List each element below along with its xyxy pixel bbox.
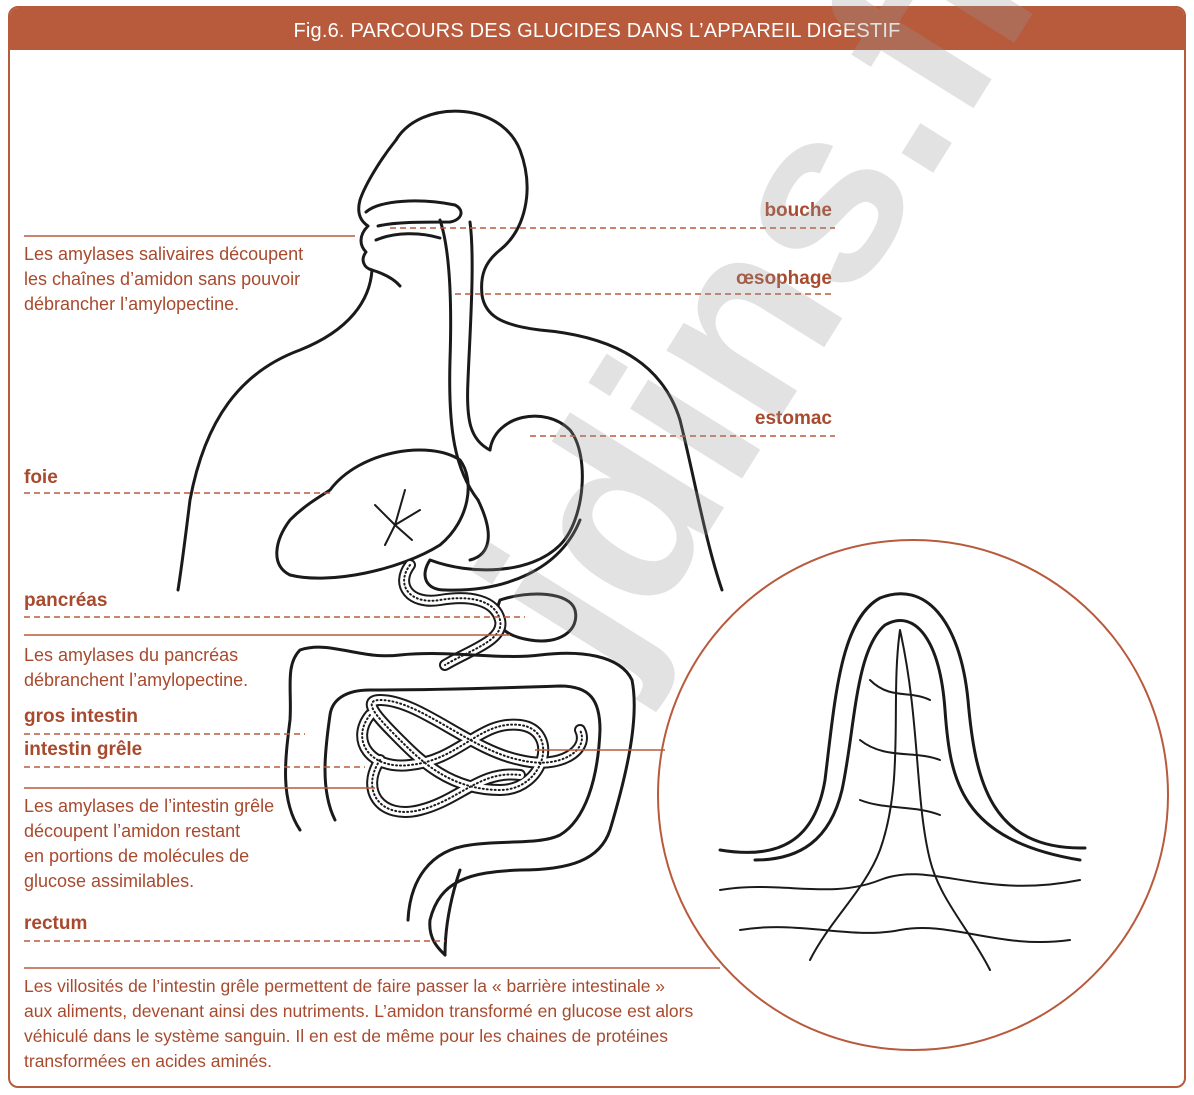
note-villosites: Les villosités de l’intestin grêle perme… [24, 974, 784, 1074]
note-villosites-line: véhiculé dans le système sanguin. Il en … [24, 1024, 784, 1049]
note-intestine-line: découpent l’amidon restant [24, 819, 274, 844]
label-estomac: estomac [700, 408, 832, 430]
label-rectum: rectum [24, 913, 87, 935]
note-salivary-line: les chaînes d’amidon sans pouvoir [24, 267, 303, 292]
liver [277, 450, 468, 578]
left-shoulder [178, 270, 372, 590]
esophagus-right [468, 222, 490, 450]
note-villosites-line: transformées en acides aminés. [24, 1049, 784, 1074]
head-outline [396, 111, 527, 295]
note-salivary: Les amylases salivaires découpent les ch… [24, 242, 303, 317]
label-intestin-grele: intestin grêle [24, 739, 142, 761]
note-intestine-line: Les amylases de l’intestin grêle [24, 794, 274, 819]
note-salivary-line: débrancher l’amylopectine. [24, 292, 303, 317]
note-pancreas: Les amylases du pancréas débranchent l’a… [24, 643, 248, 693]
note-intestine-line: en portions de molécules de [24, 844, 274, 869]
nasal-cavity [366, 201, 461, 226]
stomach [425, 416, 582, 590]
label-pancreas: pancréas [24, 590, 107, 612]
label-foie: foie [24, 467, 58, 489]
label-oesophage: œsophage [700, 268, 832, 290]
tongue [376, 234, 440, 240]
villus-outer [720, 594, 1085, 853]
note-salivary-line: Les amylases salivaires découpent [24, 242, 303, 267]
right-shoulder [482, 295, 722, 590]
stomach-inner [470, 500, 488, 560]
villus-inner [755, 621, 1080, 860]
label-bouche: bouche [700, 200, 832, 222]
note-villosites-line: aux aliments, devenant ainsi des nutrime… [24, 999, 784, 1024]
note-villosites-line: Les villosités de l’intestin grêle perme… [24, 974, 784, 999]
villus-vessels-base [720, 874, 1080, 942]
note-intestine: Les amylases de l’intestin grêle découpe… [24, 794, 274, 894]
note-pancreas-line: Les amylases du pancréas [24, 643, 248, 668]
note-pancreas-line: débranchent l’amylopectine. [24, 668, 248, 693]
label-gros-intestin: gros intestin [24, 706, 138, 728]
note-intestine-line: glucose assimilables. [24, 869, 274, 894]
liver-veins [375, 490, 420, 545]
large-intestine-outer [286, 647, 635, 955]
